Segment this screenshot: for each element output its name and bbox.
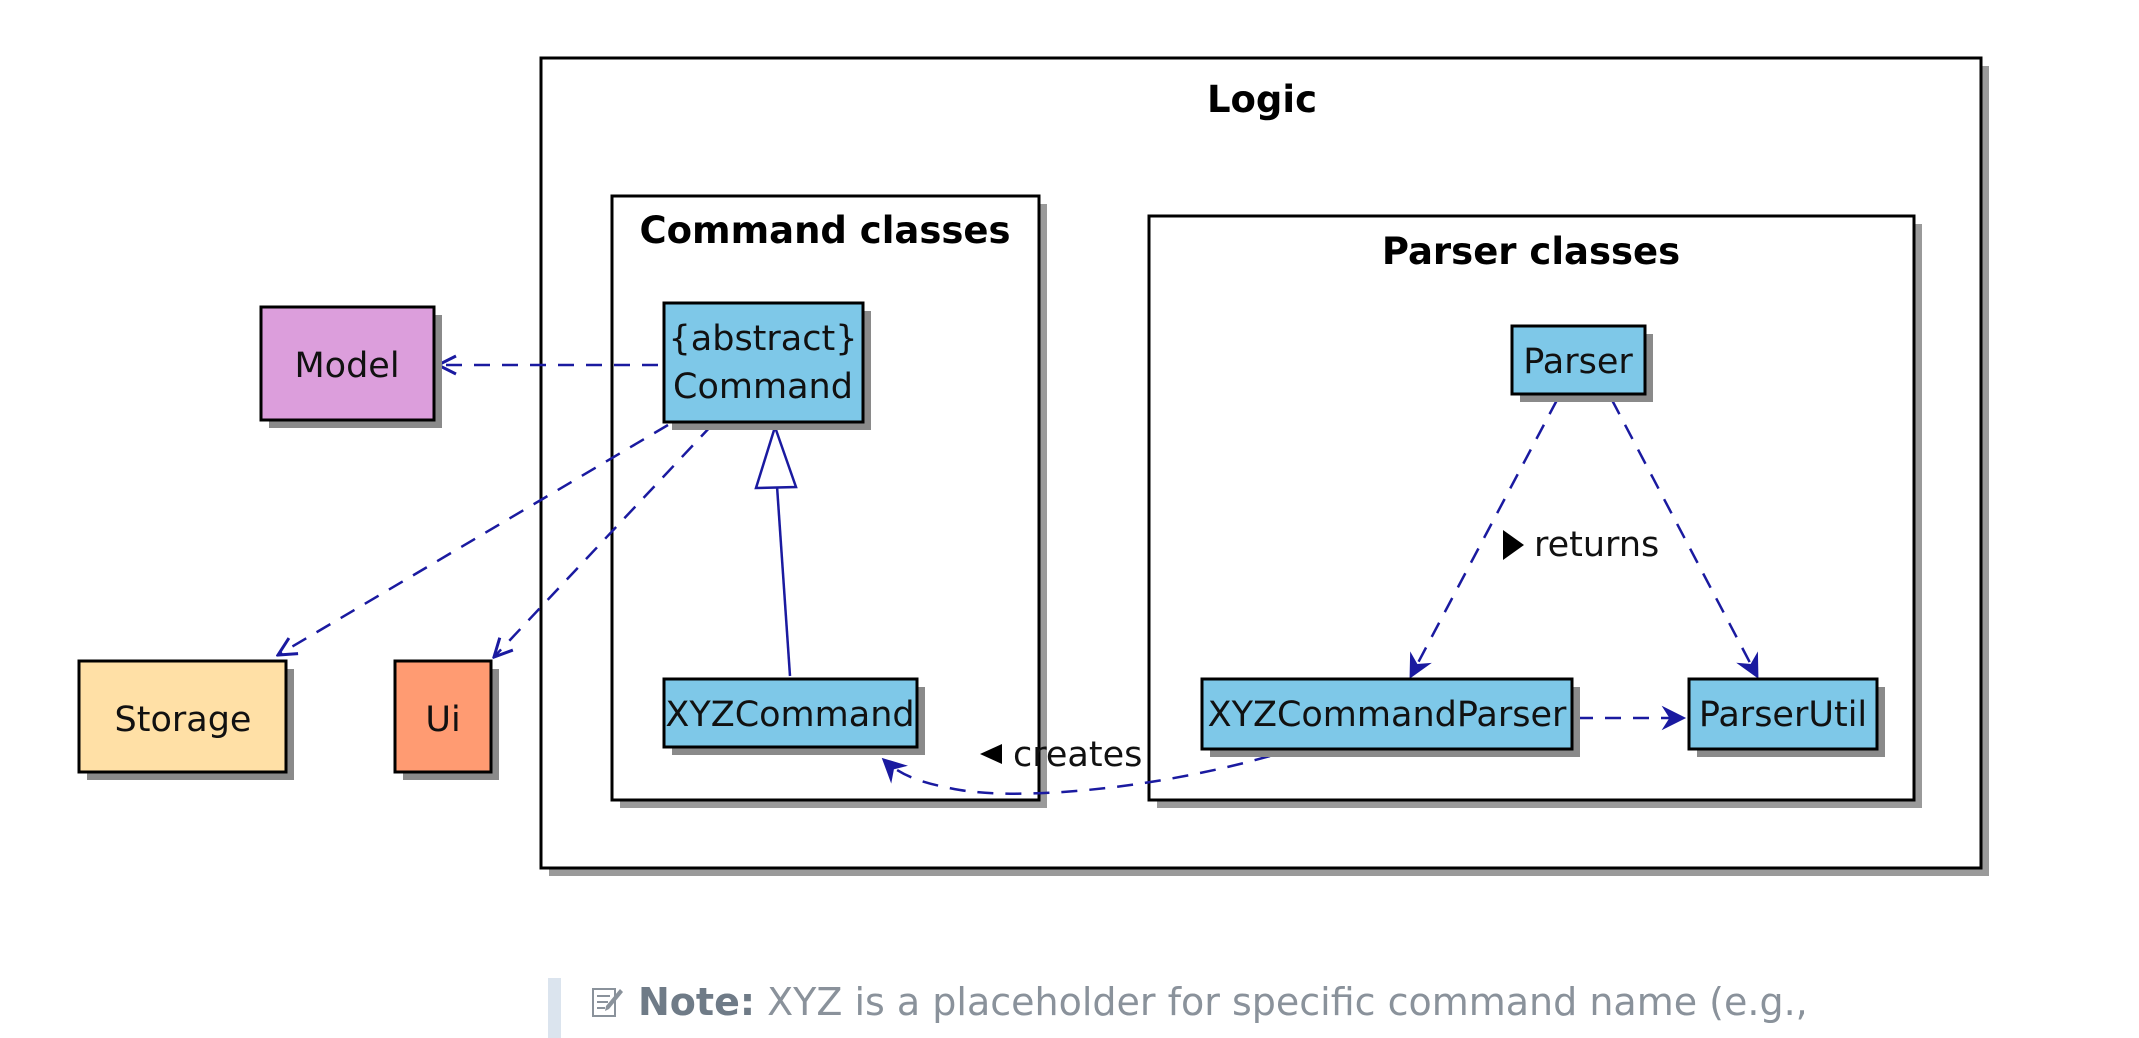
label-returns-text: returns [1534,525,1659,565]
class-storage-label: Storage [115,700,252,740]
class-ui-label: Ui [425,700,460,740]
class-command: {abstract} Command [662,301,871,430]
arrow-command-to-storage [278,423,669,655]
class-parser: Parser [1510,324,1653,402]
label-returns: returns [1503,525,1659,565]
note-text: XYZ is a placeholder for specific comman… [755,980,1808,1024]
label-creates-text: creates [1013,735,1142,775]
inheritance-triangle [754,423,798,490]
class-model-label: Model [294,346,399,386]
class-ui: Ui [393,659,499,780]
note-label: Note: [638,980,756,1024]
class-parser-label: Parser [1523,342,1633,382]
class-model: Model [259,305,442,428]
note: Note: XYZ is a placeholder for specific … [590,980,1808,1024]
class-command-stereotype: {abstract} [669,319,858,359]
class-xyz-command-parser-label: XYZCommandParser [1208,695,1567,735]
arrow-parser-to-parserutil [1610,399,1759,679]
relations [278,365,1759,795]
class-xyz-command: XYZCommand [662,677,925,755]
class-command-label: Command [673,367,853,407]
class-storage: Storage [77,659,294,780]
arrow-xyzparser-to-xyzcommand [881,754,1271,795]
class-xyz-command-label: XYZCommand [665,695,914,735]
label-creates: creates [980,735,1142,775]
class-parser-util: ParserUtil [1687,677,1885,757]
class-xyz-command-parser: XYZCommandParser [1200,677,1580,757]
memo-icon [592,988,623,1017]
creates-direction-icon [980,744,1002,764]
class-parser-util-label: ParserUtil [1699,695,1867,735]
package-parser-title: Parser classes [1382,230,1680,273]
note-accent-bar [548,978,561,1038]
arrow-parser-to-xyzparser [1409,399,1559,679]
returns-direction-icon [1503,530,1524,560]
arrow-command-to-ui [494,424,713,657]
package-logic-title: Logic [1207,78,1317,121]
package-command-title: Command classes [639,209,1010,252]
inheritance-line [775,485,792,677]
